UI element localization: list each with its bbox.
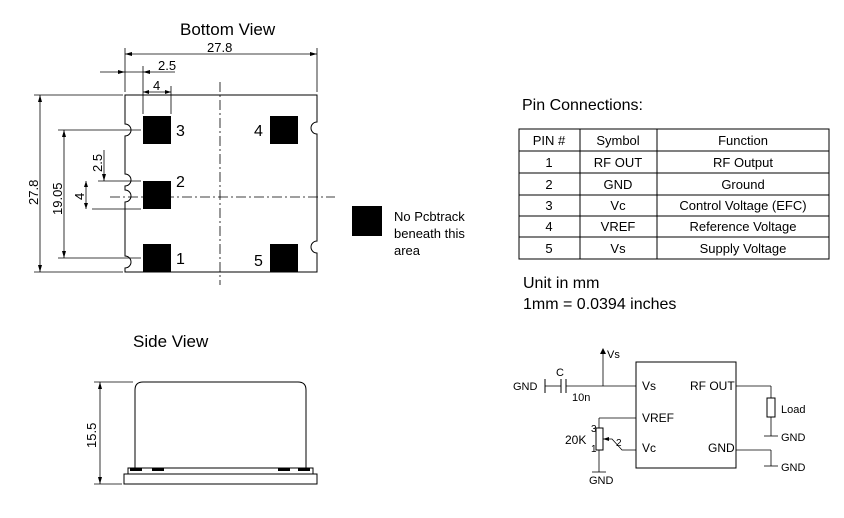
pin-table-cell: RF OUT: [594, 155, 642, 170]
pin-table: [518, 128, 830, 260]
pin-table-title: Pin Connections:: [522, 97, 643, 114]
pin-table-cell: GND: [604, 177, 633, 192]
pin-table-cell: 1: [545, 155, 552, 170]
pad-4: [270, 116, 298, 144]
oscillator-block: [635, 361, 737, 469]
pin-connections: Pin Connections: PIN # Symbol Function 1…: [518, 97, 830, 313]
schematic-gnd-right: GND: [781, 462, 806, 474]
pin-table-cell: VREF: [601, 219, 636, 234]
dim-height-label: 27.8: [26, 180, 41, 205]
pin-table-cell: 3: [545, 198, 552, 213]
schematic-pot-label: 20K: [565, 433, 586, 447]
pad-1: [143, 244, 171, 272]
pad-3: [143, 116, 171, 144]
pin-label-5: 5: [254, 253, 263, 270]
pin-table-cell: Control Voltage (EFC): [679, 198, 806, 213]
schematic-pot-pin3: 3: [591, 424, 597, 435]
schematic-pin-vs: Vs: [642, 379, 656, 393]
side-view-title: Side View: [133, 332, 209, 351]
dim-span-label: 19.05: [50, 182, 65, 215]
pin-label-1: 1: [176, 251, 185, 268]
schematic-pot-pin1: 1: [591, 444, 597, 455]
legend-line-2: beneath this: [394, 226, 465, 241]
schematic-vs-label: Vs: [607, 349, 620, 361]
pin-table-cell: RF Output: [713, 155, 773, 170]
schematic-pin-vc: Vc: [642, 441, 656, 455]
pin-table-cell: Vc: [610, 198, 626, 213]
load-resistor: [766, 397, 776, 418]
pin-table-cell: 2: [545, 177, 552, 192]
schematic-load-label: Load: [781, 404, 805, 416]
schematic-load-gnd: GND: [781, 432, 806, 444]
schematic-pin-rf-out: RF OUT: [690, 379, 735, 393]
dim-side-height-label: 15.5: [84, 423, 99, 448]
schematic-gnd-left: GND: [513, 381, 538, 393]
schematic-pot-pin2: 2: [616, 438, 622, 449]
pin-label-2: 2: [176, 174, 185, 191]
schematic-pin-gnd: GND: [708, 441, 735, 455]
bottom-view-title: Bottom View: [180, 20, 276, 39]
package-outline: [124, 94, 318, 273]
pin-label-3: 3: [176, 123, 185, 140]
dim-pitch-label: 2.5: [158, 58, 176, 73]
units-line-2: 1mm = 0.0394 inches: [523, 296, 676, 313]
schematic-pot-gnd: GND: [589, 475, 614, 487]
pin-table-cell: 4: [545, 219, 552, 234]
pad-2: [143, 181, 171, 209]
legend-line-3: area: [394, 243, 421, 258]
side-view: Side View 15.5: [84, 332, 318, 485]
dim-pad-v-label: 2.5: [90, 154, 105, 172]
schematic-cap-value: 10n: [572, 392, 590, 404]
pin-table-cell: Supply Voltage: [700, 241, 787, 256]
pad-5: [270, 244, 298, 272]
side-board: [123, 473, 318, 485]
dim-width-label: 27.8: [207, 40, 232, 55]
pin-table-header: Function: [718, 133, 768, 148]
schematic-cap-label: C: [556, 367, 564, 379]
pin-label-4: 4: [254, 123, 263, 140]
side-can-outline: [134, 381, 307, 468]
dim-pad-label: 4: [153, 78, 160, 93]
pin-table-header: Symbol: [596, 133, 639, 148]
units-line-1: Unit in mm: [523, 275, 599, 292]
legend-line-1: No Pcbtrack: [394, 209, 465, 224]
pin-table-cell: 5: [545, 241, 552, 256]
pin-table-header: PIN #: [533, 133, 566, 148]
pin-table-cell: Ground: [721, 177, 764, 192]
legend-swatch: [352, 206, 382, 236]
potentiometer: [595, 427, 604, 451]
legend: No Pcbtrack beneath this area: [352, 206, 465, 258]
pin-table-cell: Reference Voltage: [690, 219, 797, 234]
dim-pad-v-small-label: 4: [72, 193, 87, 200]
application-schematic: Vs RF OUT VREF Vc GND Vs GND C 10n GND 2…: [513, 348, 806, 487]
pin-table-cell: Vs: [610, 241, 626, 256]
schematic-pin-vref: VREF: [642, 411, 674, 425]
bottom-view: Bottom View 3 2 1 4 5 27.8 2.5 4: [26, 20, 335, 285]
